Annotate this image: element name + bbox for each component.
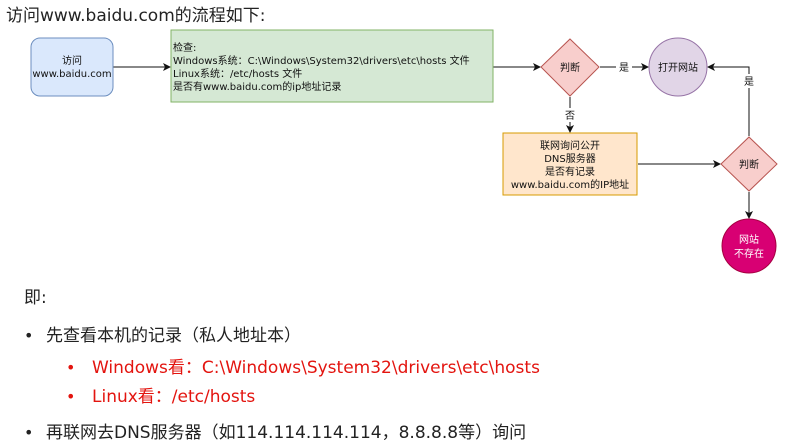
node-start-line2: www.baidu.com <box>32 69 111 80</box>
node-dns-line4: www.baidu.com的IP地址 <box>511 178 629 191</box>
edge-label-no1: 否 <box>565 110 575 122</box>
node-judge2-label: 判断 <box>739 158 759 171</box>
edge-judge2-to-open: 是 <box>707 63 757 136</box>
node-dns-line3: 是否有记录 <box>545 165 595 178</box>
bullet-dot: • <box>66 358 76 377</box>
summary-subitem-linux-text: Linux看：/etc/hosts <box>92 387 256 407</box>
summary-lead: 即: <box>24 288 47 308</box>
node-check-line2: Windows系统：C:\Windows\System32\drivers\et… <box>173 54 470 67</box>
node-check-line4: 是否有www.baidu.com的ip地址记录 <box>173 80 341 93</box>
page-title: 访问www.baidu.com的流程如下: <box>6 6 266 26</box>
node-check: 检查: Windows系统：C:\Windows\System32\driver… <box>170 29 494 103</box>
bullet-dot: • <box>24 326 34 345</box>
summary-item-1-text: 先查看本机的记录（私人地址本） <box>46 326 301 346</box>
summary-item-2-text: 再联网去DNS服务器（如114.114.114.114，8.8.8.8等）询问 <box>46 423 527 443</box>
edge-label-yes1: 是 <box>619 62 629 74</box>
node-open: 打开网站 <box>648 37 708 97</box>
node-judge1-label: 判断 <box>560 61 580 74</box>
edge-judge1-to-open: 是 <box>600 59 649 74</box>
node-open-label: 打开网站 <box>658 61 698 74</box>
summary-subitem-windows: • Windows看：C:\Windows\System32\drivers\et… <box>66 353 540 378</box>
bullet-dot: • <box>66 387 76 406</box>
summary-subitem-linux: • Linux看：/etc/hosts <box>66 382 255 407</box>
summary-item-2: • 再联网去DNS服务器（如114.114.114.114，8.8.8.8等）询问 <box>24 418 526 443</box>
node-start: 访问 www.baidu.com <box>30 37 114 97</box>
node-dns-line1: 联网询问公开 <box>540 139 600 152</box>
node-notexist: 网站 不存在 <box>721 218 777 274</box>
summary-item-1: • 先查看本机的记录（私人地址本） <box>24 321 301 346</box>
flowchart: 是 否 是 访问 www.baidu.com 检查: Windows系统：C:\… <box>30 29 778 274</box>
edge-judge1-to-dns: 否 <box>562 97 578 133</box>
node-check-line3: Linux系统：/etc/hosts 文件 <box>173 67 302 80</box>
node-check-line1: 检查: <box>173 41 196 54</box>
node-dns: 联网询问公开 DNS服务器 是否有记录 www.baidu.com的IP地址 <box>502 132 638 196</box>
node-dns-line2: DNS服务器 <box>544 152 596 165</box>
edge-label-yes2: 是 <box>744 76 754 88</box>
node-notexist-line1: 网站 <box>739 233 759 246</box>
bullet-dot: • <box>24 423 34 442</box>
node-notexist-line2: 不存在 <box>734 247 764 260</box>
node-start-line1: 访问 <box>62 54 82 67</box>
node-judge2: 判断 <box>720 136 778 192</box>
node-judge1: 判断 <box>540 38 600 97</box>
summary-subitem-windows-text: Windows看：C:\Windows\System32\drivers\etc… <box>92 358 540 378</box>
